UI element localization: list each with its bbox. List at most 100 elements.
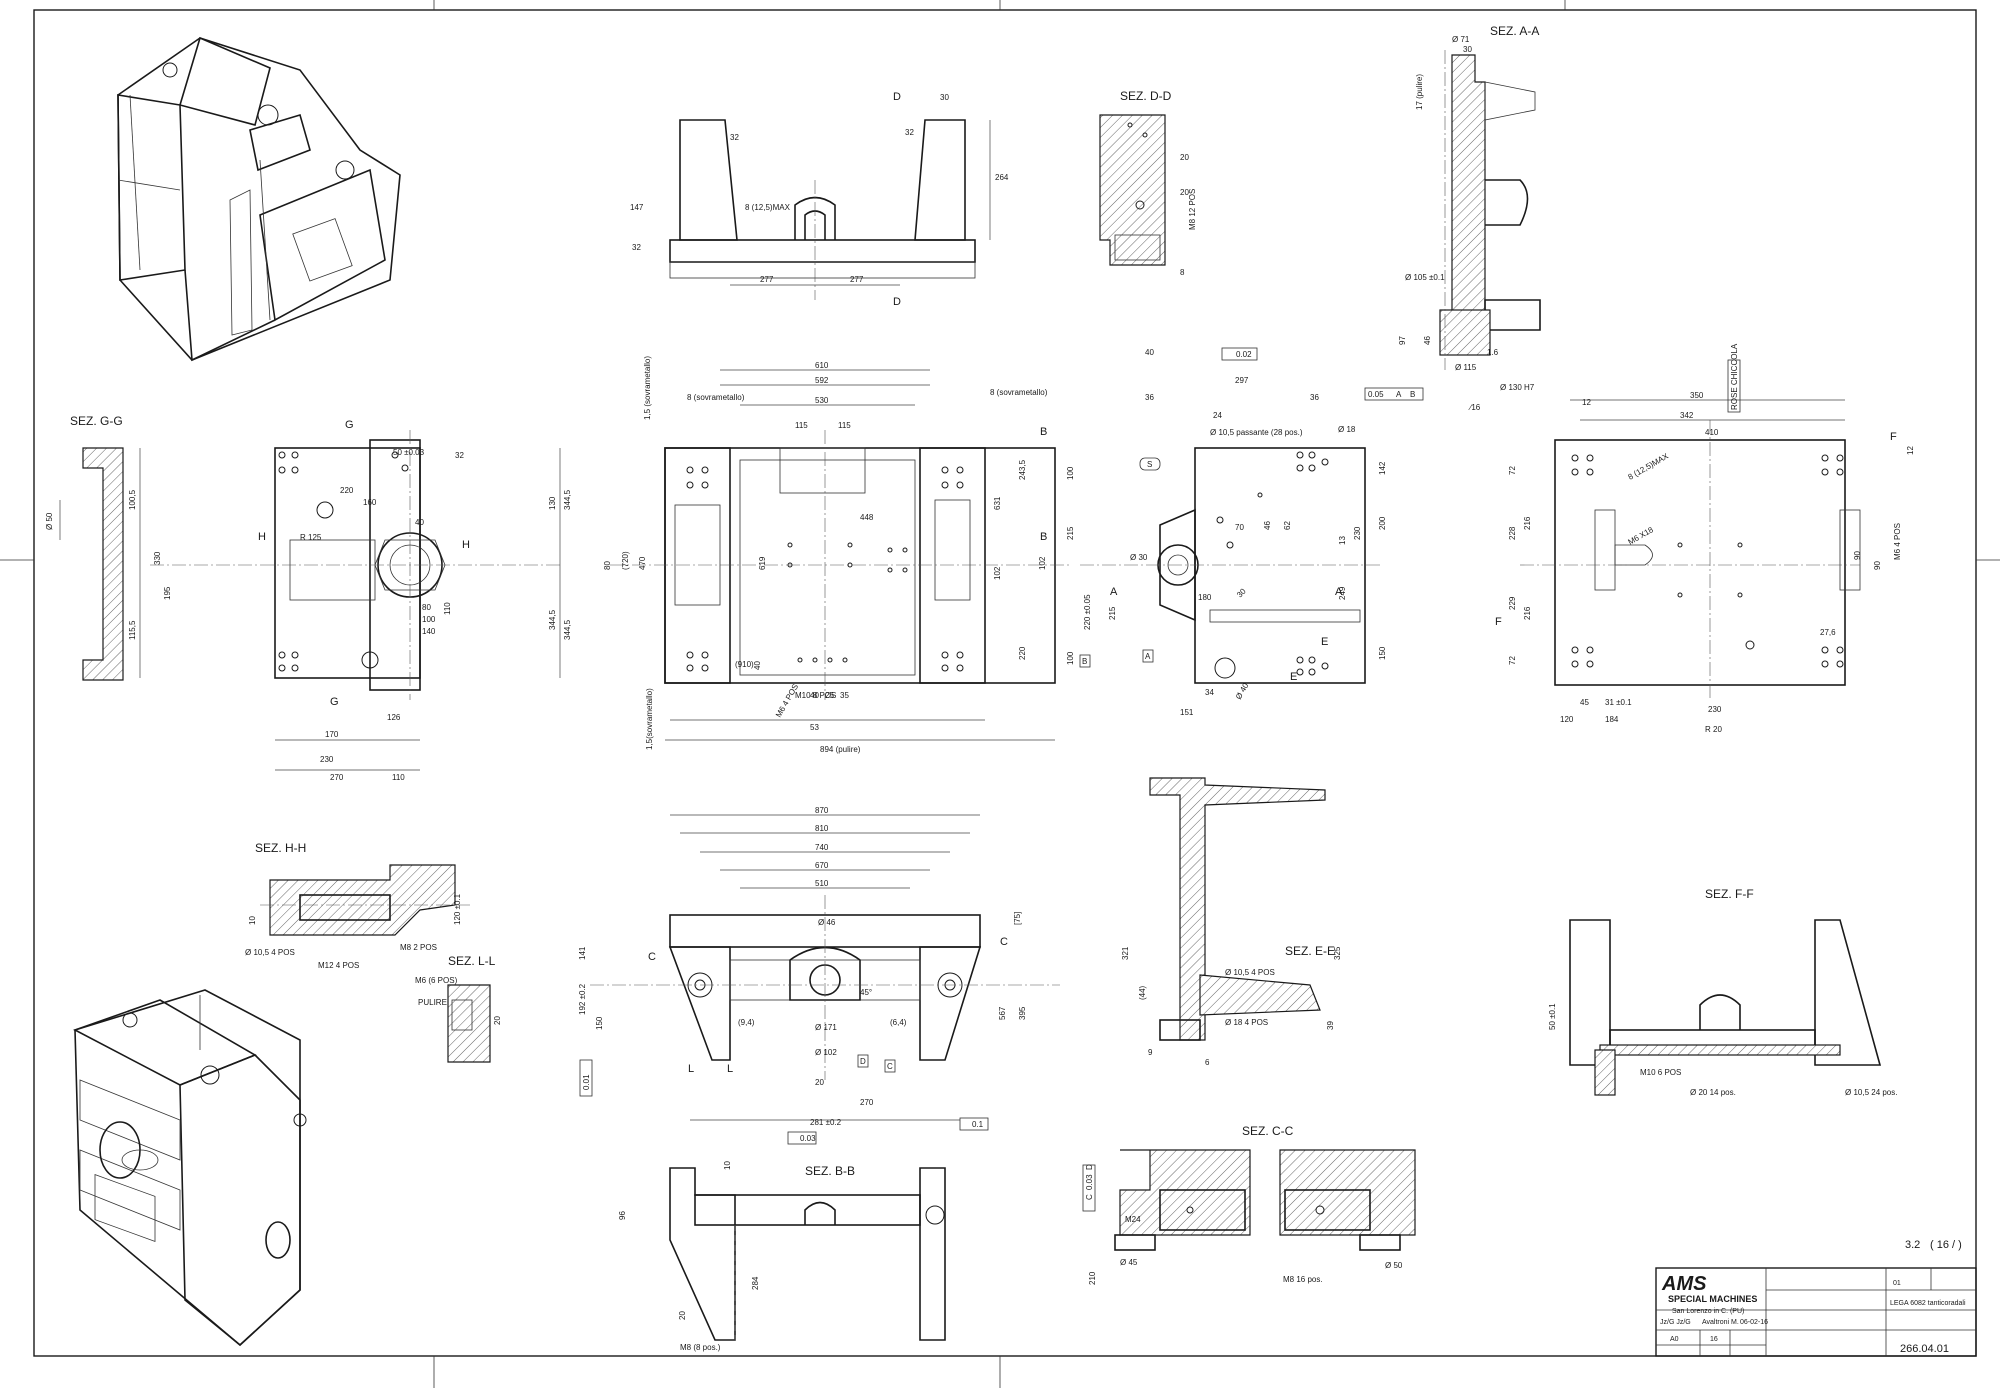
right-dim-45: 31 ±0.1 — [1605, 698, 1632, 707]
gg-dim-344-5c: 130 — [548, 496, 557, 510]
ee-dim-325: 325 — [1333, 946, 1342, 960]
title-quantity: 01 — [1893, 1280, 1901, 1287]
bottom-dim-150: 150 — [595, 1016, 604, 1030]
right-dim-12b: 12 — [1906, 446, 1915, 455]
gg-dim-270: 270 — [330, 773, 344, 782]
aa-tol-005: 0.05 — [1368, 390, 1384, 399]
bottom-dim-510: 510 — [815, 879, 829, 888]
ff-hole-note-a: Ø 20 14 pos. — [1690, 1088, 1736, 1097]
front-overstock-top: 1,5 (sovrametallo) — [643, 356, 652, 420]
side-dim-18: Ø 18 — [1338, 425, 1356, 434]
right-dim-230: R 20 — [1705, 725, 1722, 734]
title-logo: AMS — [1661, 1273, 1707, 1295]
plan-view-left: 220 160 50 ±0.03 32 40 330 195 100,5 115… — [128, 419, 572, 782]
section-cc: SEZ. C-C M24 210 Ø 45 Ø 50 M8 16 pos. 0.… — [1082, 1124, 1416, 1285]
right-note-rose: ROSE CHICCOLA — [1730, 343, 1739, 410]
aa-dim-1-6: 1.6 — [1487, 348, 1499, 357]
side-dim-40: 40 — [1145, 348, 1154, 357]
front-dim-448: 102 — [1038, 556, 1047, 570]
ee-hole-note-a: Ø 10,5 4 POS — [1225, 968, 1275, 977]
ee-dim-44: (44) — [1138, 985, 1147, 1000]
hh-m8-note: M8 2 POS — [400, 943, 437, 952]
cut-mark-c-right: C — [1000, 936, 1008, 948]
right-m6x18: 27,6 — [1820, 628, 1836, 637]
front-dim-35: 25 — [825, 691, 834, 700]
gg-dim-40: 40 — [415, 518, 424, 527]
roughness-symbol: 3.2 ( 16 / ) — [1905, 1239, 1962, 1251]
section-hh: SEZ. H-H 10 120 ±0.1 Ø 10,5 4 POS M12 4 … — [245, 841, 470, 970]
cut-mark-l-left: L — [688, 1063, 694, 1075]
aa-dim-46: 46 — [1423, 336, 1432, 345]
roughness-32-b: 32 — [905, 128, 914, 137]
cut-mark-f-left: F — [1495, 616, 1502, 628]
side-dim-200a: 230 — [1353, 526, 1362, 540]
right-dim-27-6: 45 — [1580, 698, 1589, 707]
gg-dim-100-5: 80 — [422, 603, 431, 612]
cut-mark-a-right: A — [1335, 586, 1343, 598]
bottom-dim-45deg: 45° — [860, 988, 872, 997]
right-max-note: M6 X18 — [1627, 525, 1656, 547]
aa-dim-115: Ø 115 — [1455, 363, 1477, 372]
front-overstock-right: 8 (sovrametallo) — [990, 388, 1048, 397]
bottom-datum-c: C — [887, 1062, 893, 1071]
side-dim-249: 46 — [1263, 521, 1272, 530]
cc-dim-50: Ø 50 — [1385, 1261, 1403, 1270]
hh-hole-note: Ø 10,5 4 POS — [245, 948, 295, 957]
right-dim-228: 228 — [1508, 526, 1517, 540]
side-hole-note: Ø 10,5 passante (28 pos.) — [1210, 428, 1303, 437]
bottom-dim-6-4: (6,4) — [890, 1018, 907, 1027]
section-ee: SEZ. E-E 321 (44) 325 Ø 10,5 4 POS Ø 18 … — [1121, 777, 1342, 1067]
dim-147: 147 — [630, 203, 644, 212]
bottom-dim-9-4: (9,4) — [738, 1018, 755, 1027]
cut-mark-a-left: A — [1110, 586, 1118, 598]
side-dim-30: Ø 30 — [1130, 553, 1148, 562]
front-roughness: (910) — [735, 660, 754, 669]
cc-datum-d: D — [1085, 1164, 1094, 1170]
bb-dim-10: 10 — [723, 1161, 732, 1170]
section-bb-title: SEZ. B-B — [805, 1164, 855, 1178]
right-dim-350: 350 — [1690, 391, 1704, 400]
bottom-view: 870 810 740 670 510 Ø 46 [75] 141 192 ±0… — [578, 806, 1060, 1145]
side-dim-230: 62 — [1283, 521, 1292, 530]
cut-mark-g-bottom: G — [330, 696, 339, 708]
aa-dim-97: 97 — [1398, 336, 1407, 345]
ff-dim-50: 50 ±0.1 — [1548, 1003, 1557, 1030]
side-dim-24: 24 — [1213, 411, 1222, 420]
section-ee-title: SEZ. E-E — [1285, 944, 1335, 958]
side-dim-150b: 249 — [1338, 586, 1347, 600]
gg-dim-110: 110 — [392, 773, 405, 782]
cut-mark-b-right: B — [1040, 531, 1047, 543]
top-view: 277 277 264 30 147 32 32 32 8 (12,5)MAX … — [630, 91, 1009, 308]
section-aa-title: SEZ. A-A — [1490, 24, 1539, 38]
bb-m8-note: M8 (8 pos.) — [680, 1343, 721, 1352]
roughness-value: 3.2 — [1905, 1239, 1920, 1251]
cut-mark-e-bottom: E — [1290, 671, 1297, 683]
side-dim-100a: 100 — [1066, 466, 1075, 480]
right-dim-12a: 12 — [1582, 398, 1591, 407]
gg-dim-344-5b: 115,5 — [128, 620, 137, 640]
side-dim-162: 150 — [1378, 646, 1387, 660]
front-dim-910: 894 (pulire) — [820, 745, 861, 754]
right-dim-184: 230 — [1708, 705, 1722, 714]
front-dim-115a: 115 — [795, 421, 808, 430]
section-dd-title: SEZ. D-D — [1120, 89, 1172, 103]
front-dim-115b: 115 — [838, 421, 851, 430]
front-dim-894: 53 — [810, 723, 819, 732]
side-dim-34: 34 — [1205, 688, 1214, 697]
gg-dim-170: 170 — [325, 730, 339, 739]
side-dim-151: 151 — [1180, 708, 1194, 717]
aa-datum-b: B — [1410, 390, 1415, 399]
front-dim-220: 102 — [993, 566, 1002, 580]
side-dim-19: 70 — [1235, 523, 1244, 532]
dim-30: 30 — [940, 93, 949, 102]
title-initials: Jz/G Jz/G — [1660, 1319, 1691, 1326]
aa-roughness: ∕16 — [1468, 403, 1481, 412]
section-bb: SEZ. B-B 10 96 284 20 M8 (8 pos.) — [618, 1161, 946, 1352]
front-overstock-left: 8 (sovrametallo) — [687, 393, 745, 402]
bb-dim-96: 96 — [618, 1211, 627, 1220]
front-view: 610 592 530 115 115 8 (sovrametallo) 8 (… — [603, 356, 1070, 754]
right-dim-120: 184 — [1605, 715, 1619, 724]
hh-m12-note: M12 4 POS — [318, 961, 359, 970]
side-dim-36b: 36 — [1310, 393, 1319, 402]
right-dim-342: 342 — [1680, 411, 1694, 420]
